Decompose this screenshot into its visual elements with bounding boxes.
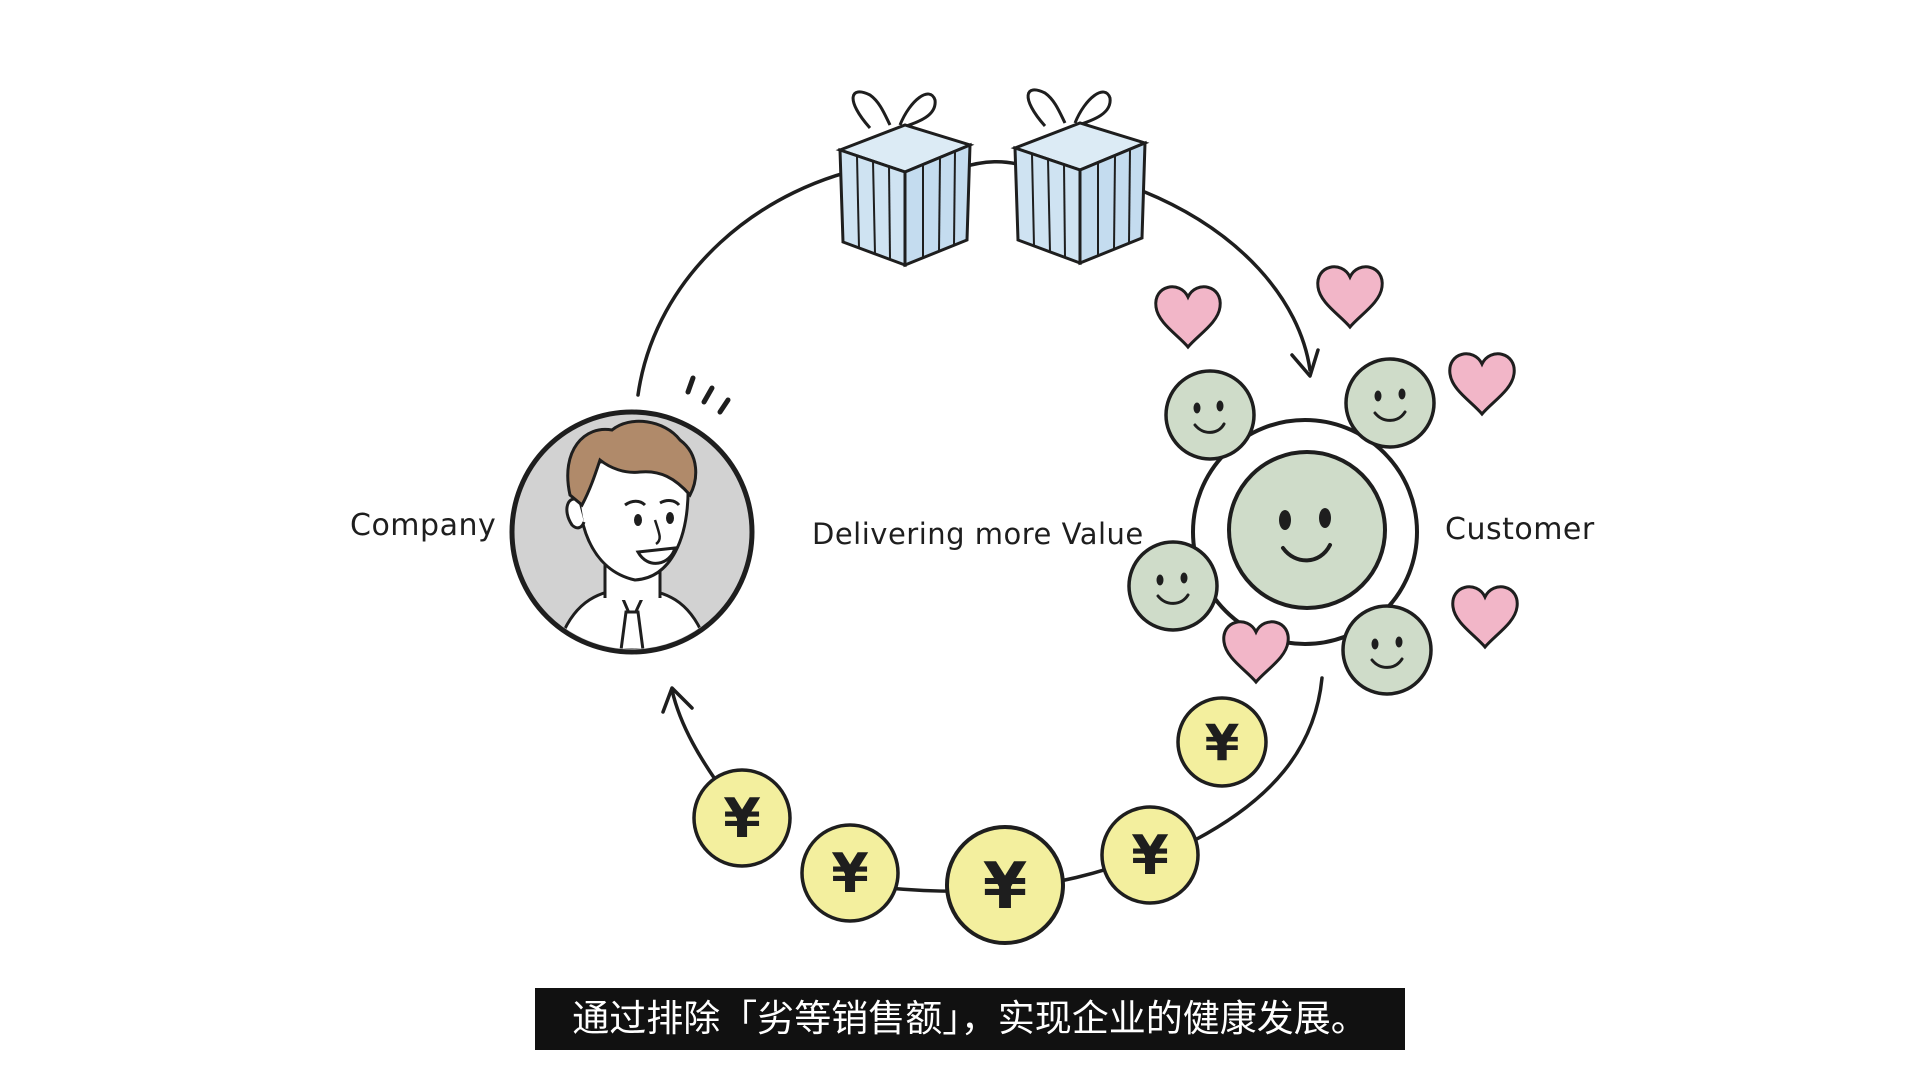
heart-icon bbox=[1154, 285, 1222, 350]
arrow-gifts-to-customer bbox=[1138, 188, 1312, 372]
heart-icon bbox=[1222, 620, 1290, 685]
heart-icon bbox=[1448, 352, 1516, 417]
yen-symbol: ¥ bbox=[831, 842, 869, 905]
smiley-face-icon bbox=[1344, 357, 1436, 449]
company-label: Company bbox=[350, 508, 497, 543]
yen-symbol: ¥ bbox=[723, 787, 761, 850]
yen-symbol: ¥ bbox=[1131, 824, 1169, 887]
heart-icon bbox=[1316, 265, 1384, 330]
yen-coin-icon: ¥ bbox=[692, 768, 792, 868]
yen-symbol: ¥ bbox=[983, 850, 1028, 924]
customer-ring bbox=[1191, 418, 1419, 646]
arrow-company-to-gifts bbox=[636, 163, 882, 397]
yen-coin-icon: ¥ bbox=[1176, 696, 1268, 788]
smiley-face-icon bbox=[1341, 604, 1433, 696]
yen-coin-icon: ¥ bbox=[1100, 805, 1200, 905]
gift-box-icon bbox=[1010, 88, 1150, 266]
yen-coin-icon: ¥ bbox=[800, 823, 900, 923]
gift-box-icon bbox=[835, 90, 975, 268]
person-avatar-icon bbox=[509, 409, 755, 655]
arrow-gifts-to-customer-head bbox=[1290, 348, 1320, 378]
smiley-face-icon bbox=[1227, 450, 1387, 610]
arrow-customer-to-coins bbox=[1193, 676, 1324, 842]
speech-tick-marks bbox=[685, 375, 731, 415]
heart-icon bbox=[1451, 585, 1519, 650]
customer-label: Customer bbox=[1445, 512, 1595, 547]
delivering-value-label: Delivering more Value bbox=[812, 517, 1144, 551]
smiley-face-icon bbox=[1164, 369, 1256, 461]
subtitle-caption: 通过排除「劣等销售额」，实现企业的健康发展。 bbox=[535, 988, 1405, 1050]
smiley-face-icon bbox=[1127, 540, 1219, 632]
yen-coin-icon: ¥ bbox=[945, 825, 1065, 945]
yen-symbol: ¥ bbox=[1205, 714, 1240, 772]
arrow-coins-to-company-head bbox=[661, 686, 694, 714]
